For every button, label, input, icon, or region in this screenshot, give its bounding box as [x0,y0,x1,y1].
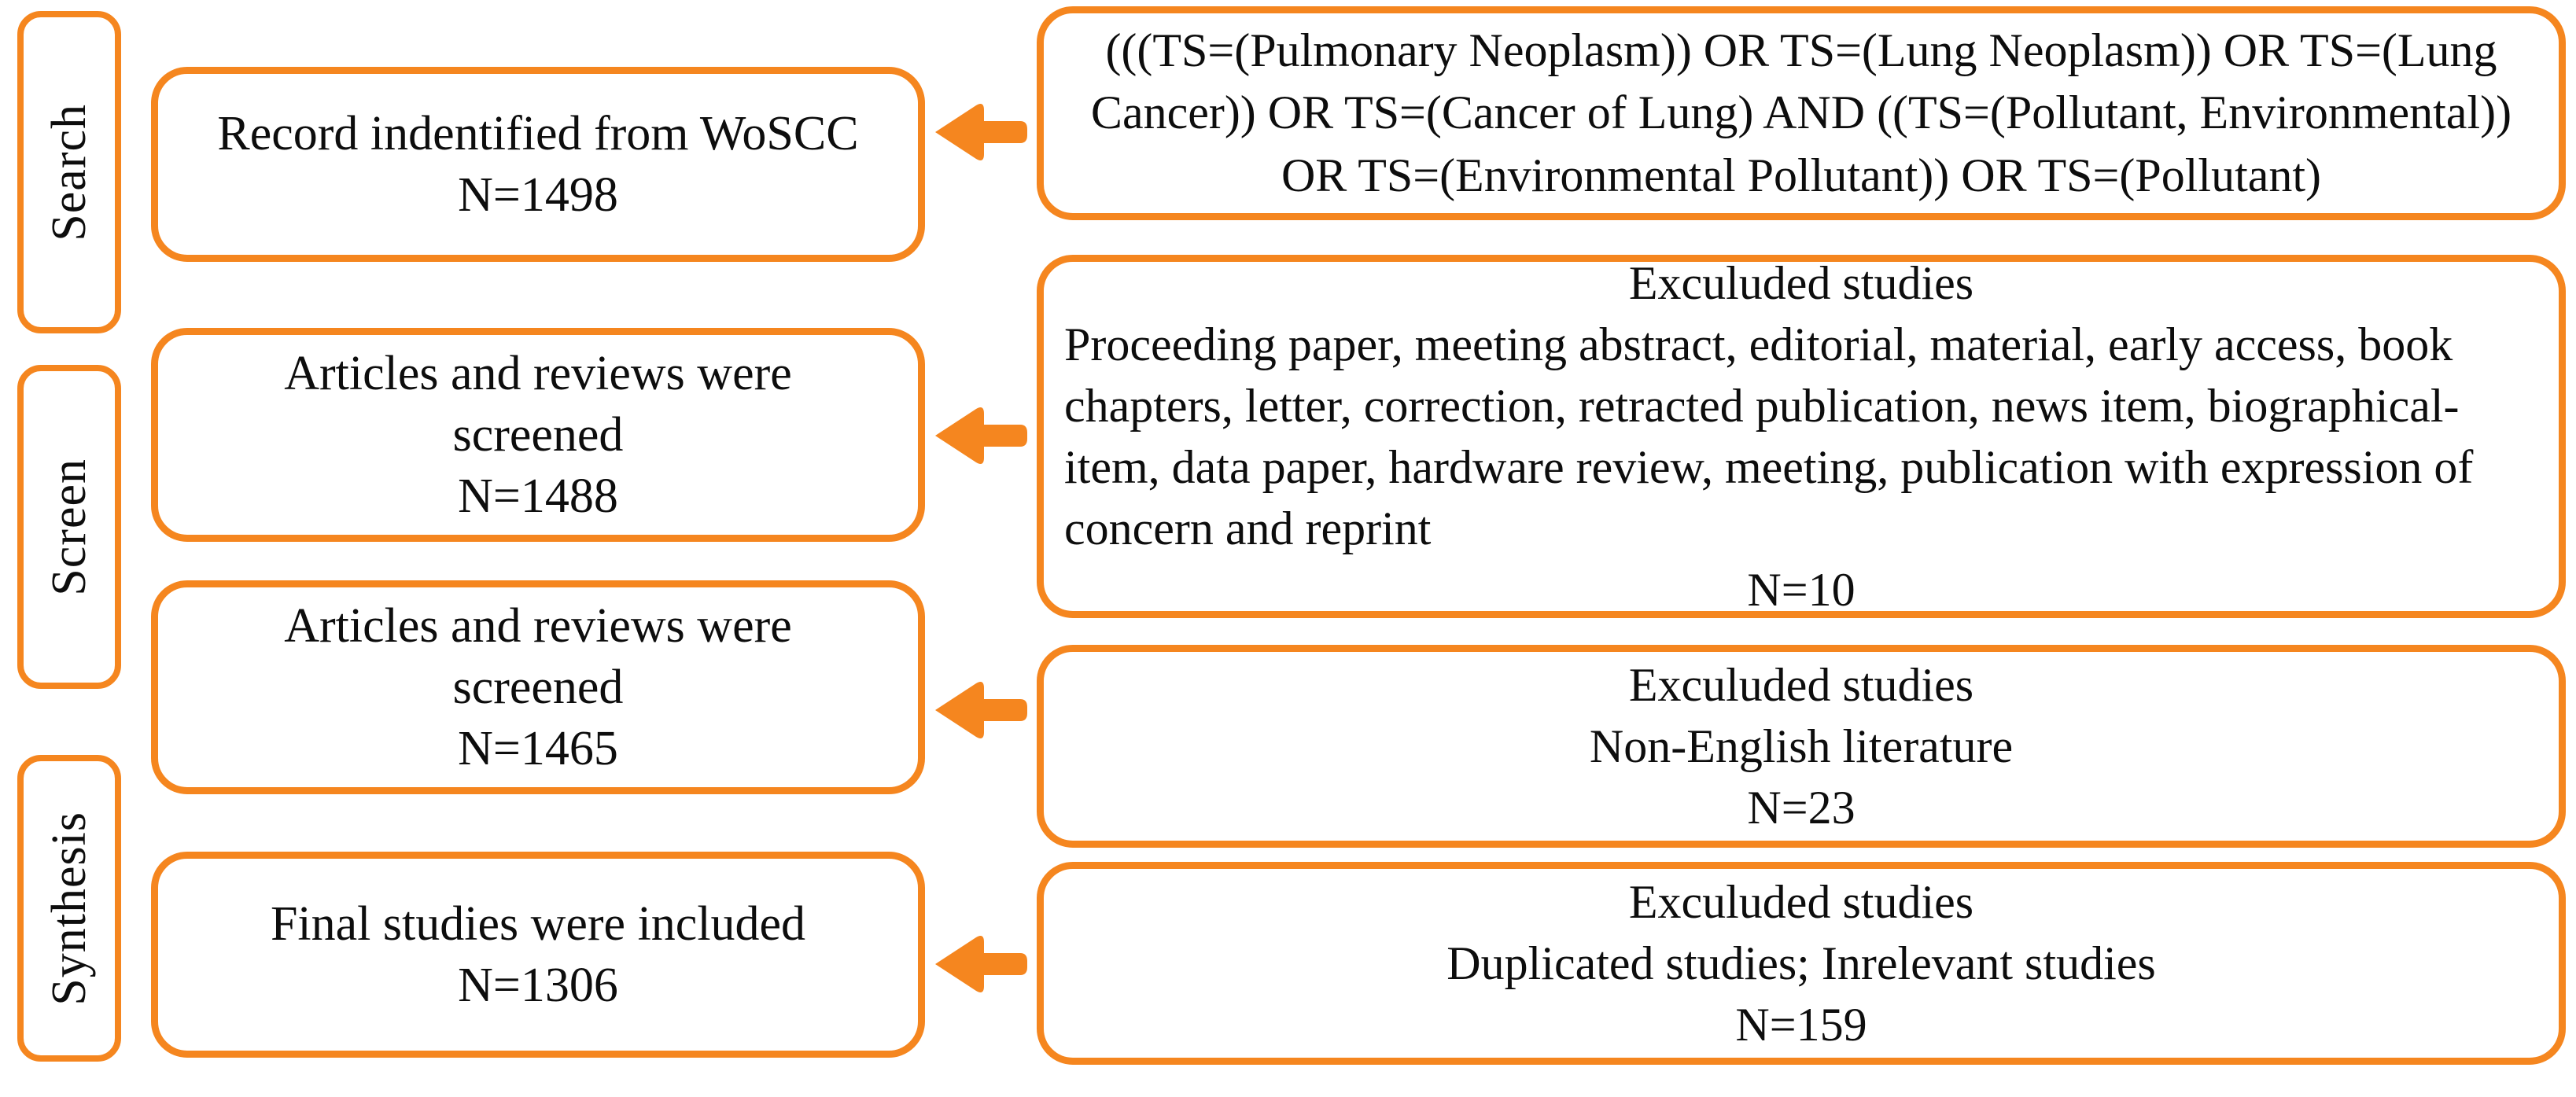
note-box-excluded-publication-types: Exculuded studies Proceeding paper, meet… [1037,255,2566,618]
flow-line-1: Final studies were included [270,896,806,951]
stage-label-search-text: Search [42,103,96,241]
note-count: N=23 [1747,782,1856,834]
flow-box-screened-1465-text: Articles and reviews were screened N=146… [263,595,813,779]
flow-box-screened-1488: Articles and reviews were screened N=148… [151,328,925,542]
flow-count: N=1498 [458,168,618,222]
note-box-excluded-non-english: Exculuded studies Non-English literature… [1037,645,2566,848]
stage-label-screen-text: Screen [42,458,96,596]
note-body: Non-English literature [1589,720,2014,772]
flow-line-1: Record indentified from WoSCC [217,106,859,160]
note-count: N=10 [1747,564,1856,616]
note-heading: Exculuded studies [1628,876,1974,928]
stage-label-search: Search [17,11,121,333]
note-heading: Exculuded studies [1628,659,1974,711]
flow-box-records-identified-text: Record indentified from WoSCC N=1498 [197,103,879,226]
note-box-excluded-publication-types-text: Exculuded studies Proceeding paper, meet… [1044,252,2559,620]
flow-line-1: Articles and reviews were [284,346,792,400]
arrow-exclusion1-to-screen1 [932,398,1030,473]
stage-label-synthesis-text: Synthesis [42,811,96,1006]
flow-count: N=1465 [458,722,618,776]
note-box-excluded-duplicated-text: Exculuded studies Duplicated studies; In… [1044,871,2559,1055]
stage-label-screen: Screen [17,365,121,689]
flow-count: N=1488 [458,469,618,524]
flow-box-records-identified: Record indentified from WoSCC N=1498 [151,67,925,262]
arrow-query-to-record [932,94,1030,170]
note-body: Duplicated studies; Inrelevant studies [1446,937,2156,989]
flow-line-2: screened [452,407,624,462]
arrow-exclusion2-to-screen2 [932,672,1030,748]
flow-box-screened-1465: Articles and reviews were screened N=146… [151,580,925,794]
arrow-exclusion3-to-final [932,926,1030,1002]
note-box-search-query: (((TS=(Pulmonary Neoplasm)) OR TS=(Lung … [1037,6,2566,220]
note-heading: Exculuded studies [1628,257,1974,309]
flow-line-1: Articles and reviews were [284,598,792,653]
note-count: N=159 [1735,999,1867,1051]
note-box-excluded-non-english-text: Exculuded studies Non-English literature… [1044,654,2559,838]
flow-box-final-included: Final studies were included N=1306 [151,852,925,1058]
stage-label-synthesis: Synthesis [17,755,121,1062]
note-box-search-query-text: (((TS=(Pulmonary Neoplasm)) OR TS=(Lung … [1090,24,2512,201]
flow-box-final-included-text: Final studies were included N=1306 [250,893,826,1016]
note-body: Proceeding paper, meeting abstract, edit… [1064,318,2474,554]
flow-count: N=1306 [458,959,618,1012]
note-box-excluded-duplicated: Exculuded studies Duplicated studies; In… [1037,862,2566,1065]
flow-line-2: screened [452,660,624,714]
flow-box-screened-1488-text: Articles and reviews were screened N=148… [263,343,813,527]
